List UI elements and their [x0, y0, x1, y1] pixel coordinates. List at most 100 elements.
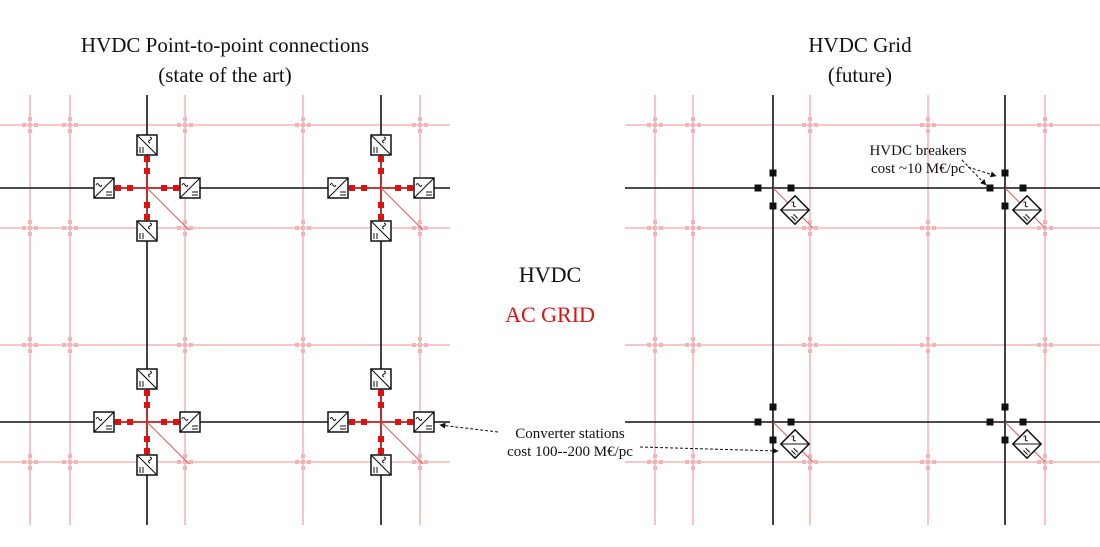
ac-node-dot [691, 349, 695, 353]
ac-breaker-dot [161, 185, 167, 191]
ac-wave-icon [95, 417, 103, 421]
ac-node-dot [28, 466, 32, 470]
ac-node-dot [183, 220, 187, 224]
ac-node-dot [307, 343, 311, 347]
ac-link-diagonal [146, 421, 190, 465]
ac-node-dot [926, 226, 930, 230]
ac-node-dot [697, 123, 701, 127]
converter-station-icon [179, 411, 201, 433]
converter-diagonal [1012, 209, 1042, 211]
ac-node-dot [22, 343, 26, 347]
ac-node-dot [808, 226, 812, 230]
ac-node-dot [653, 343, 657, 347]
annotation-arrows [439, 159, 997, 454]
right-panel-title: HVDC Grid (future) [700, 30, 1020, 90]
ac-node-dot [920, 460, 924, 464]
converter-diagonal [93, 411, 115, 433]
ac-wave-icon [382, 136, 386, 144]
ac-node-dot [301, 337, 305, 341]
ac-wave-icon [1023, 435, 1028, 442]
ac-node-dot [691, 117, 695, 121]
ac-node-dot [1049, 226, 1053, 230]
ac-node-dot [697, 460, 701, 464]
ac-breaker-dot [378, 390, 384, 396]
ac-breaker-dot [144, 402, 150, 408]
ac-node-dot [183, 454, 187, 458]
dc-bar-icon [791, 216, 797, 221]
ac-link-diagonal [146, 187, 190, 231]
ac-node-dot [653, 232, 657, 236]
ac-node-dot [68, 117, 72, 121]
ac-node-dot [814, 460, 818, 464]
converter-diagonal [93, 177, 115, 199]
ac-wave-icon [329, 417, 337, 421]
converter-station-icon [1011, 428, 1043, 460]
right-title-line1: HVDC Grid [808, 33, 912, 57]
ac-node-dot [28, 349, 32, 353]
ac-breaker-dot [378, 214, 384, 220]
hvdc-breaker-icon [787, 184, 795, 192]
ac-node-dot [659, 226, 663, 230]
ac-node-dot [68, 220, 72, 224]
ac-node-dot [808, 232, 812, 236]
ac-node-dot [177, 123, 181, 127]
breakers-line2: cost ~10 M€/pc [871, 161, 965, 177]
ac-node-dot [295, 460, 299, 464]
ac-node-dot [691, 337, 695, 341]
ac-node-dot [28, 220, 32, 224]
ac-node-dot [1043, 117, 1047, 121]
ac-breaker-dot [395, 419, 401, 425]
dc-bar-icon [1023, 450, 1029, 455]
dc-bar-icon [1023, 216, 1029, 221]
ac-wave-icon [791, 201, 796, 208]
left-panel-title: HVDC Point-to-point connections (state o… [20, 30, 430, 90]
ac-node-dot [183, 466, 187, 470]
ac-node-dot [183, 117, 187, 121]
right-title-line2: (future) [827, 63, 893, 87]
ac-node-dot [691, 226, 695, 230]
converters-annotation: Converter stations cost 100--200 M€/pc [490, 425, 650, 461]
ac-node-dot [802, 123, 806, 127]
ac-node-dot [418, 129, 422, 133]
ac-node-dot [1043, 454, 1047, 458]
ac-node-dot [183, 337, 187, 341]
ac-node-dot [68, 349, 72, 353]
converter-station-icon [93, 177, 115, 199]
ac-node-dot [68, 226, 72, 230]
ac-breaker-dot [144, 156, 150, 162]
ac-node-dot [418, 220, 422, 224]
ac-node-dot [808, 220, 812, 224]
converter-station-icon [93, 411, 115, 433]
ac-breaker-dot [144, 202, 150, 208]
ac-node-dot [424, 226, 428, 230]
ac-node-dot [74, 226, 78, 230]
ac-node-dot [814, 123, 818, 127]
ac-node-dot [301, 460, 305, 464]
ac-node-dot [418, 349, 422, 353]
converter-station-icon [1011, 194, 1043, 226]
ac-node-dot [418, 226, 422, 230]
converter-and-breaker-layer [93, 134, 1046, 476]
ac-node-dot [691, 454, 695, 458]
ac-node-dot [68, 232, 72, 236]
ac-wave-icon [415, 417, 423, 421]
ac-node-dot [691, 129, 695, 133]
ac-node-dot [418, 337, 422, 341]
ac-node-dot [653, 123, 657, 127]
ac-node-dot [802, 226, 806, 230]
ac-node-dot [22, 460, 26, 464]
converter-station-icon [370, 454, 392, 476]
ac-breaker-dot [349, 185, 355, 191]
ac-node-dot [808, 349, 812, 353]
ac-node-dot [802, 460, 806, 464]
ac-breaker-dot [144, 168, 150, 174]
ac-node-dot [920, 343, 924, 347]
ac-node-dot [28, 232, 32, 236]
ac-wave-icon [1023, 201, 1028, 208]
converter-station-icon [413, 177, 435, 199]
ac-node-dot [653, 117, 657, 121]
ac-node-dot [926, 349, 930, 353]
ac-breaker-dot [173, 419, 179, 425]
ac-node-dot [926, 343, 930, 347]
ac-node-dot [424, 343, 428, 347]
